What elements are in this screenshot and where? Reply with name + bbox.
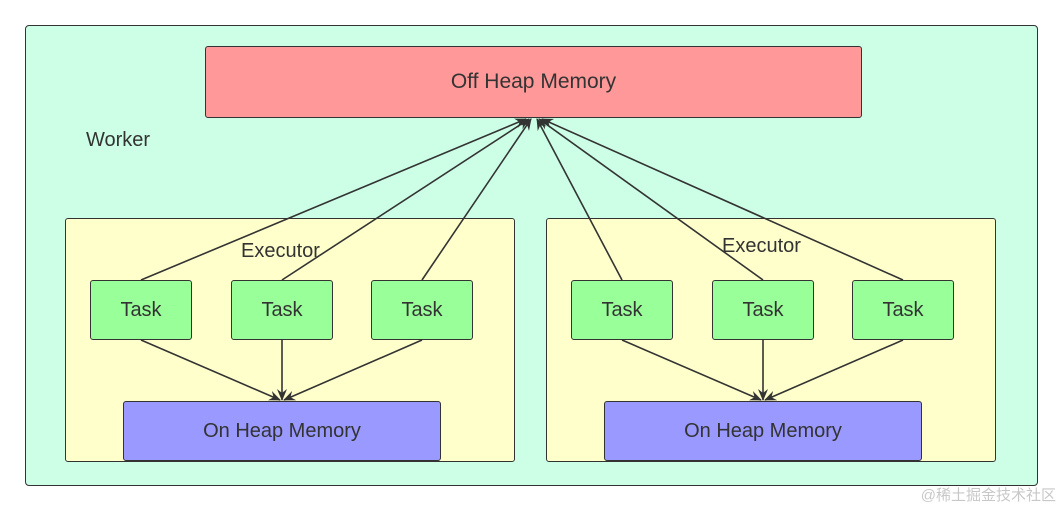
task-box: Task	[852, 280, 954, 340]
arrow-task-r1-onheap	[621, 339, 762, 401]
arrow-task-r2-offheap	[538, 118, 764, 281]
worker-label: Worker	[86, 129, 151, 151]
arrow-task-r1-offheap	[536, 118, 623, 281]
arrow-task-l1-onheap	[140, 339, 281, 401]
on-heap-memory-box: On Heap Memory	[123, 401, 441, 461]
on-heap-memory-box: On Heap Memory	[604, 401, 922, 461]
arrow-task-l3-offheap	[421, 118, 532, 281]
task-box: Task	[712, 280, 814, 340]
task-box: Task	[371, 280, 473, 340]
arrow-task-r3-offheap	[541, 118, 904, 281]
arrow-task-l3-onheap	[283, 339, 423, 401]
arrow-task-r3-onheap	[764, 339, 904, 401]
arrow-task-l1-offheap	[140, 118, 527, 281]
task-box: Task	[571, 280, 673, 340]
task-box: Task	[90, 280, 192, 340]
off-heap-memory-box: Off Heap Memory	[205, 46, 862, 118]
watermark: @稀土掘金技术社区	[920, 487, 1056, 504]
arrow-task-l2-offheap	[281, 118, 530, 281]
task-box: Task	[231, 280, 333, 340]
executor-left-label: Executor	[241, 240, 320, 262]
executor-right-label: Executor	[722, 235, 801, 257]
